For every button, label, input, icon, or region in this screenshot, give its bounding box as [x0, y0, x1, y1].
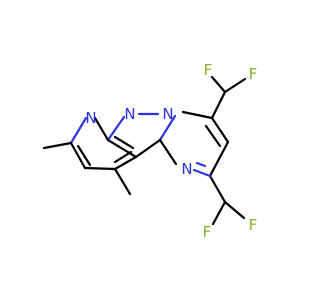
bonds — [42, 75, 247, 226]
bond-chf2-top-c-to-f-right — [223, 77, 247, 94]
bond-pyrimidine-c6-cf2 — [208, 174, 227, 204]
molecule-structure: N N N N F F F F — [42, 61, 257, 241]
atom-n-pyrazole: N — [124, 105, 135, 123]
bond-n-pyrimidine-to-c6-inner — [195, 161, 207, 168]
bond-pyrimidine-c5-c6 — [208, 140, 230, 178]
bond-pyrazole-n-to-c — [106, 115, 126, 142]
atom-n-pyridine: N — [85, 109, 96, 127]
bond-n-pyrimidine-to-c6 — [192, 168, 212, 178]
bond-chf2-bottom-c-to-f-left — [211, 200, 227, 226]
bond-pyridine-4-inner — [113, 150, 133, 164]
atom-n-pyrimidine: N — [181, 160, 192, 178]
bond-pyrimidine-c4-c5 — [210, 116, 230, 144]
atom-f-top-left: F — [204, 61, 213, 79]
bond-chf2-bottom-c-to-f-right — [223, 200, 246, 220]
bond-chf2-top-c-to-ring — [210, 90, 227, 120]
bond-pyridine-3 — [83, 166, 117, 171]
atom-f-top-right: F — [249, 65, 258, 83]
bond-pyrazole-fusion-b — [106, 138, 138, 159]
bond-pyrazole-fusion-b-inner — [113, 135, 135, 150]
bond-pyrimidine-c4-n-bridge — [181, 110, 214, 120]
bond-methyl-left — [42, 141, 73, 150]
bond-pyridine-4 — [113, 155, 138, 171]
atom-f-bottom-left: F — [203, 223, 212, 241]
bond-pyridine-2-inner — [76, 144, 92, 167]
atom-labels: N N N N F F F F — [85, 61, 257, 241]
bond-chf2-top-c-to-f-left — [210, 75, 227, 94]
bond-pyridine-2 — [69, 141, 87, 170]
atom-n-bridgehead: N — [162, 105, 173, 123]
bond-pyridine-n-left — [69, 116, 88, 145]
bond-methyl-bottom — [113, 167, 132, 196]
bond-n-bridge-to-ring — [158, 114, 177, 142]
bond-pyridine-1 — [93, 116, 110, 142]
bond-pyrimidine-c4-c5-inner — [204, 124, 222, 148]
bond-pyrazole-fusion-a — [134, 138, 162, 159]
bond-ring-fusion-c-to-n — [158, 138, 178, 166]
atom-f-bottom-right: F — [249, 216, 258, 234]
